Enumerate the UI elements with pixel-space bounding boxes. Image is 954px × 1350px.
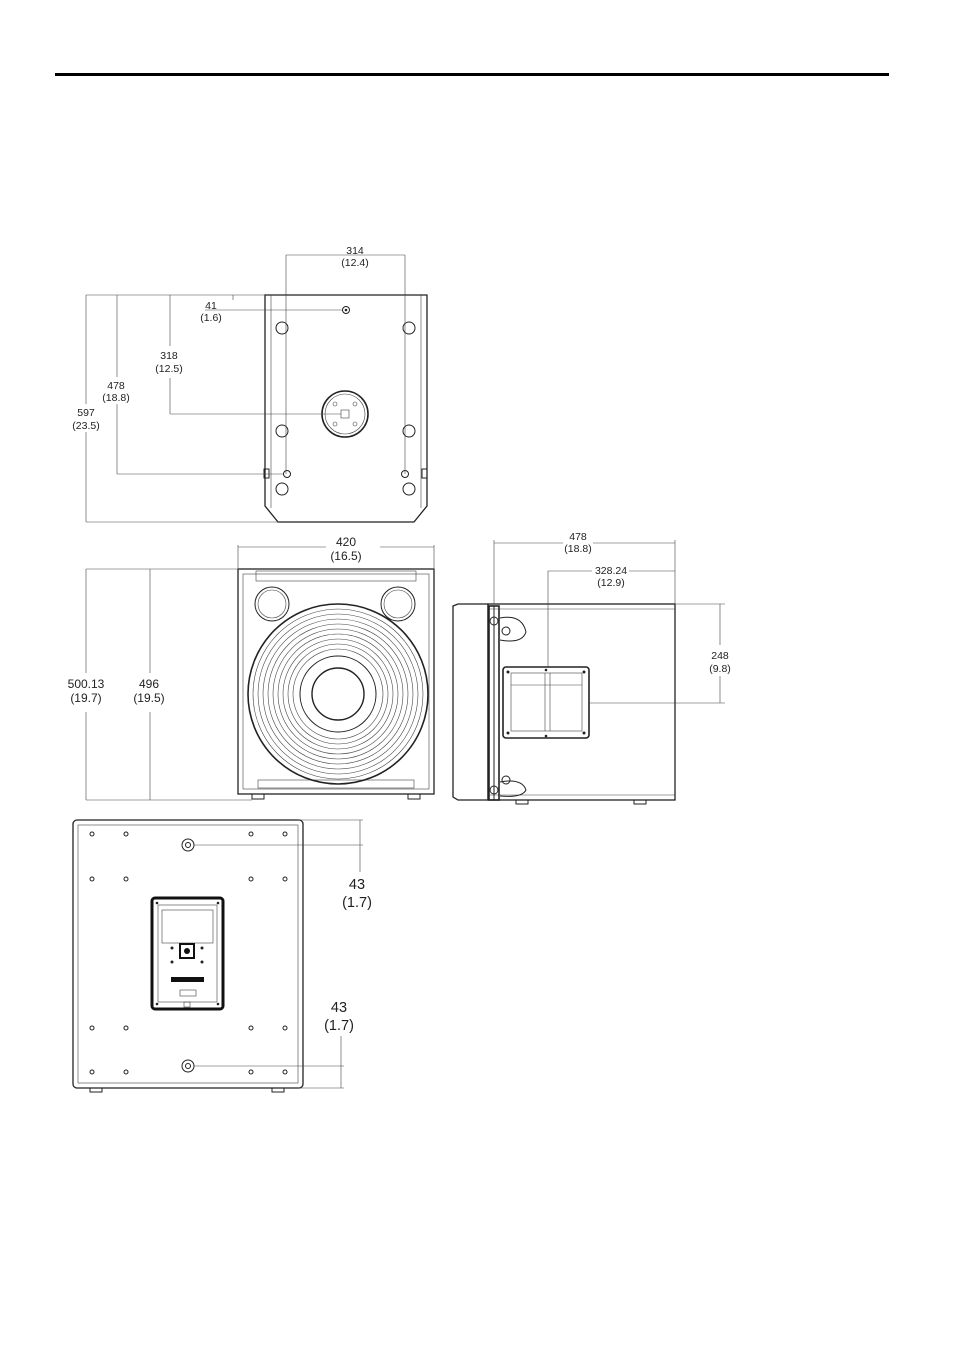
header-rule bbox=[55, 73, 889, 76]
dim-496-in: (19.5) bbox=[133, 691, 164, 705]
dim-478-mm: 478 bbox=[107, 380, 125, 392]
dim-41-in: (1.6) bbox=[200, 312, 222, 324]
side-dim-248-mm: 248 bbox=[711, 650, 729, 662]
top-view: 314 (12.4) 41 (1.6) 318 (12.5) 478 (18.8… bbox=[72, 245, 428, 523]
dim-420-in: (16.5) bbox=[330, 549, 361, 563]
rear-dim-top-43-in: (1.7) bbox=[342, 895, 372, 911]
dim-597-mm: 597 bbox=[77, 407, 95, 419]
front-view: 420 (16.5) 500.13 (19.7) 496 (19.5) bbox=[68, 535, 435, 801]
side-dim-328-mm: 328.24 bbox=[595, 565, 627, 577]
rear-dim-bottom-43-mm: 43 bbox=[331, 1000, 347, 1016]
dim-478-in: (18.8) bbox=[102, 392, 129, 404]
side-dim-478-mm: 478 bbox=[569, 531, 587, 543]
side-dim-478-in: (18.8) bbox=[564, 543, 591, 555]
rear-dim-top-43-mm: 43 bbox=[349, 877, 365, 893]
rear-view: 43 (1.7) 43 (1.7) bbox=[72, 819, 372, 1093]
dim-41-mm: 41 bbox=[205, 300, 217, 312]
dim-420-mm: 420 bbox=[336, 535, 356, 549]
dim-318-in: (12.5) bbox=[155, 363, 182, 375]
dim-496-mm: 496 bbox=[139, 677, 159, 691]
rear-dim-bottom-43-in: (1.7) bbox=[324, 1018, 354, 1034]
side-dim-248-in: (9.8) bbox=[709, 663, 731, 675]
dim-314-mm: 314 bbox=[346, 245, 364, 257]
side-view: 478 (18.8) 328.24 (12.9) 248 (9.8) bbox=[452, 531, 731, 805]
side-dim-328-in: (12.9) bbox=[597, 577, 624, 589]
dim-597-in: (23.5) bbox=[72, 420, 99, 432]
dim-314-in: (12.4) bbox=[341, 257, 368, 269]
dim-318-mm: 318 bbox=[160, 350, 178, 362]
dim-500-mm: 500.13 bbox=[68, 677, 105, 691]
dim-500-in: (19.7) bbox=[70, 691, 101, 705]
